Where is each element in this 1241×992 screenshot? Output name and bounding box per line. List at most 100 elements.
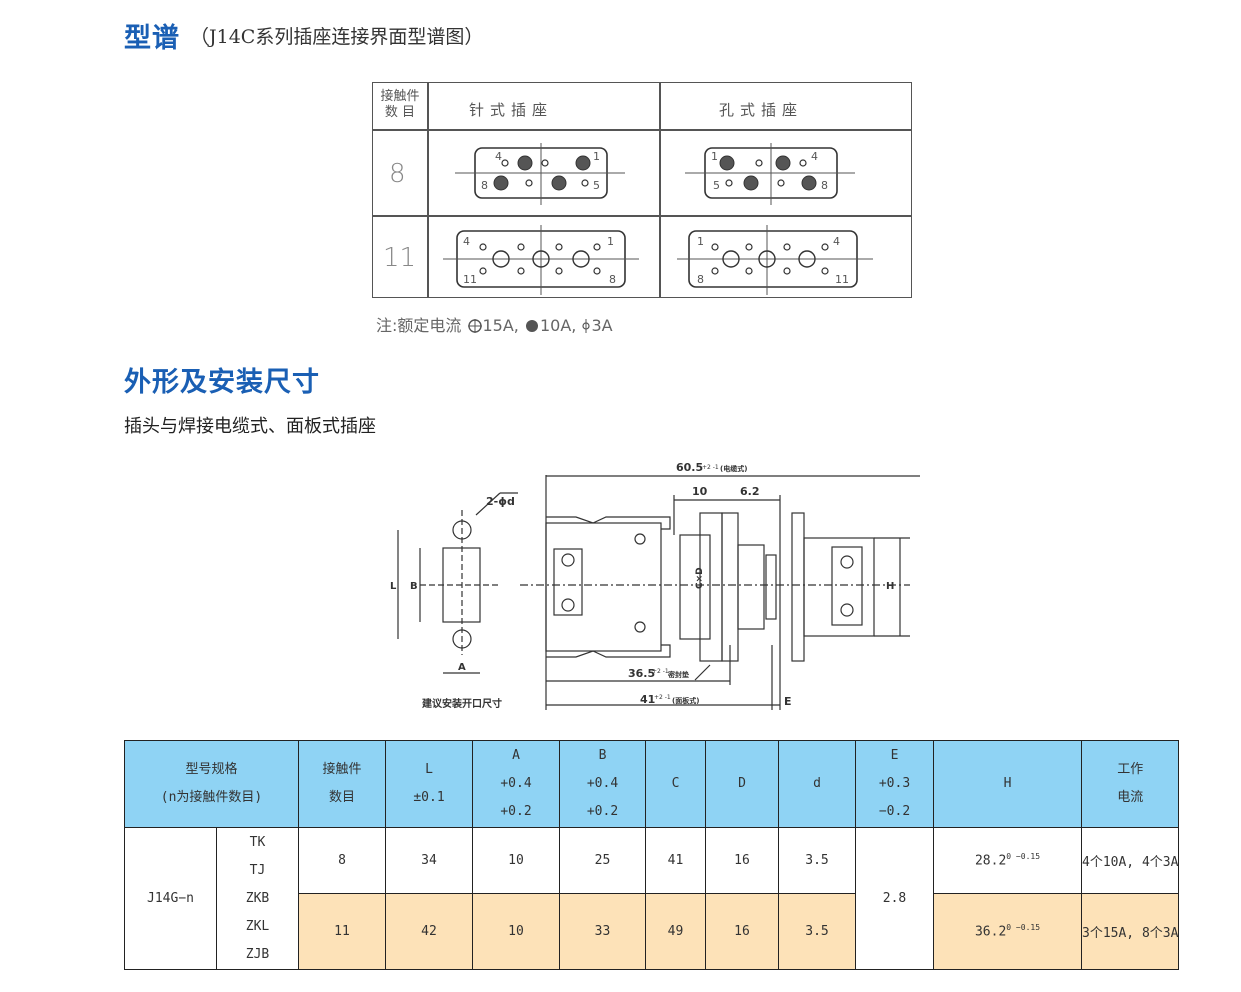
header-d: d <box>778 740 856 828</box>
cell-d: 3.5 <box>778 893 856 970</box>
row-count-11: 11 <box>383 243 417 273</box>
label-CxD: C×D <box>695 567 705 589</box>
pin-label: 4 <box>833 235 840 248</box>
cell-H-value: 28.2 <box>974 853 1007 869</box>
header-model-line1: 型号规格 <box>185 762 238 777</box>
table-row: J14G−n TK TJ ZKB ZKL ZJB 8 34 10 25 41 1… <box>124 827 1180 970</box>
cell-H-value: 36.2 <box>974 924 1007 940</box>
header-D: D <box>705 740 779 828</box>
divider <box>427 83 429 297</box>
dim-36-5: 36.5 <box>628 667 655 680</box>
cell-H-tolerance: 0 −0.15 <box>1006 923 1041 933</box>
dim-36-5-tol: +2 -1 <box>652 668 669 675</box>
table-row: 11 42 10 33 49 16 3.5 36.20 −0.15 3个15A,… <box>125 893 1180 970</box>
variant: TK <box>249 834 266 850</box>
label-E: E <box>784 695 792 708</box>
header-contact-count-line1: 接触件 <box>380 89 420 104</box>
rated-current-note: 注:额定电流 15A, 10A, 3A <box>376 312 613 336</box>
header-B-line3: +0.2 <box>586 804 619 819</box>
cell-B: 25 <box>559 827 646 894</box>
divider <box>659 83 661 297</box>
dim-60-5-note: (电缆式) <box>720 464 747 473</box>
header-L-line1: L <box>425 762 433 777</box>
small-circle-3a-icon <box>582 319 591 333</box>
caption-cutout: 建议安装开口尺寸 <box>421 697 502 710</box>
section-subtitle-dimensions: 插头与焊接电缆式、面板式插座 <box>124 416 376 437</box>
divider <box>373 215 911 217</box>
header-E: E+0.3−0.2 <box>855 740 934 828</box>
dim-60-5: 60.5 <box>676 461 703 474</box>
header-contacts: 接触件数目 <box>298 740 386 828</box>
label-A: A <box>458 662 466 673</box>
pin-label: 4 <box>811 150 818 163</box>
header-H: H <box>933 740 1082 828</box>
header-L-line2: ±0.1 <box>413 790 445 805</box>
label-seal-gasket: 密封垫 <box>668 670 689 679</box>
header-model-line2: (n为接触件数目) <box>160 790 263 805</box>
dim-41: 41 <box>640 693 655 706</box>
note-3a: 3A <box>591 316 613 335</box>
pin-label: 1 <box>697 235 704 248</box>
pin-label: 5 <box>713 179 720 192</box>
pin-layout-11-pin: 4 1 11 8 <box>443 225 639 295</box>
dimension-drawing: 2-ϕd L B A 建议安装开口尺寸 60.5 +2 -1 (电缆式) 10 … <box>390 461 920 710</box>
cell-E: 2.8 <box>855 827 934 970</box>
cell-C: 49 <box>645 893 706 970</box>
header-A: A+0.4+0.2 <box>472 740 560 828</box>
label-H: H <box>886 581 894 592</box>
label-B: B <box>410 581 418 592</box>
pin-label: 1 <box>607 235 614 248</box>
variant: ZKL <box>245 918 270 934</box>
header-hole-socket: 孔式插座 <box>719 101 804 119</box>
section-title-model-spectrum: 型谱 <box>124 23 180 54</box>
row-count-8: 8 <box>389 159 406 189</box>
variant: ZJB <box>245 946 270 962</box>
header-model: 型号规格 (n为接触件数目) <box>124 740 299 828</box>
cell-L: 34 <box>385 827 473 894</box>
header-contacts-line2: 数目 <box>328 790 355 805</box>
pin-label: 4 <box>495 150 502 163</box>
circle-cross-15a-icon <box>467 319 482 333</box>
header-B-line1: B <box>598 748 607 763</box>
cell-A: 10 <box>472 827 560 894</box>
header-E-line3: −0.2 <box>878 804 911 819</box>
header-current: 工作电流 <box>1080 740 1180 828</box>
header-C: C <box>645 740 706 828</box>
section-subtitle-model-spectrum: （J14C系列插座连接界面型谱图） <box>190 26 484 48</box>
cell-H: 28.20 −0.15 <box>933 827 1082 894</box>
cell-H-tolerance: 0 −0.15 <box>1006 852 1041 862</box>
cell-A: 10 <box>472 893 560 970</box>
dim-60-5-tol: +2 -1 <box>702 464 719 471</box>
cell-H: 36.20 −0.15 <box>933 893 1082 970</box>
variant-list: TK TJ ZKB ZKL ZJB <box>216 827 299 970</box>
dim-41-tol: +2 -1 <box>654 694 671 701</box>
dim-6-2: 6.2 <box>740 485 760 498</box>
header-pin-socket: 针式插座 <box>469 101 554 119</box>
cell-B: 33 <box>559 893 646 970</box>
pin-label: 11 <box>835 273 849 286</box>
cell-current: 4个10A, 4个3A <box>1080 827 1180 894</box>
pin-label: 11 <box>463 273 477 286</box>
header-current-line1: 工作 <box>1117 762 1144 777</box>
pinout-table: 接触件 数 目 针式插座 孔式插座 8 11 4 1 8 5 <box>372 82 912 298</box>
label-L: L <box>390 581 397 592</box>
cell-current: 3个15A, 8个3A <box>1080 893 1180 970</box>
cell-d: 3.5 <box>778 827 856 894</box>
pin-label: 8 <box>697 273 704 286</box>
dim-41-note: (面板式) <box>672 696 699 705</box>
dim-10: 10 <box>692 485 708 498</box>
spec-table: 型号规格 (n为接触件数目) 接触件数目 L ±0.1 A+0.4+0.2 B +0.… <box>124 740 1180 970</box>
socket-layout-11-pin: 1 4 8 11 <box>677 225 873 295</box>
header-contacts-line1: 接触件 <box>322 762 362 777</box>
header-contact-count: 接触件 数 目 <box>377 89 423 121</box>
section-title-dimensions: 外形及安装尺寸 <box>124 367 320 398</box>
pin-label: 8 <box>609 273 616 286</box>
variant: TJ <box>249 862 266 878</box>
header-L: L ±0.1 <box>385 740 473 828</box>
cell-D: 16 <box>705 827 779 894</box>
divider <box>373 129 911 131</box>
cell-L: 42 <box>385 893 473 970</box>
note-10a: 10A, <box>539 316 577 335</box>
pin-label: 5 <box>593 179 600 192</box>
pin-label: 4 <box>463 235 470 248</box>
